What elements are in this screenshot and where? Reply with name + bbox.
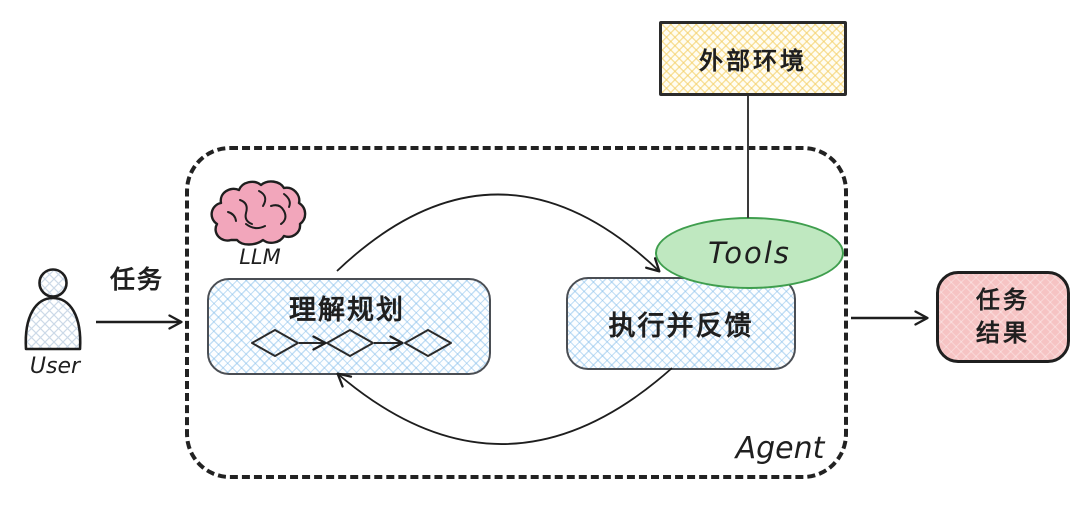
plan-node-label: 理解规划 bbox=[289, 295, 405, 326]
llm-label: LLM bbox=[239, 245, 281, 269]
tools-node-label: Tools bbox=[708, 236, 791, 270]
external-environment-node: 外部环境 bbox=[659, 21, 847, 96]
user-label: User bbox=[29, 354, 81, 379]
execute-node-label: 执行并反馈 bbox=[608, 311, 754, 342]
task-result-label-line2: 结果 bbox=[976, 319, 1030, 347]
external-environment-label: 外部环境 bbox=[699, 47, 807, 75]
agent-label: Agent bbox=[735, 431, 825, 466]
plan-node bbox=[207, 278, 491, 375]
user-icon bbox=[24, 268, 82, 351]
task-result-label-line1: 任务 bbox=[976, 286, 1030, 314]
tools-node: Tools bbox=[655, 217, 844, 289]
agent-boundary-box bbox=[185, 146, 848, 479]
task-arrow-label: 任务 bbox=[109, 265, 164, 294]
task-result-node: 任务 结果 bbox=[936, 271, 1070, 363]
execute-node: 执行并反馈 bbox=[566, 277, 796, 370]
